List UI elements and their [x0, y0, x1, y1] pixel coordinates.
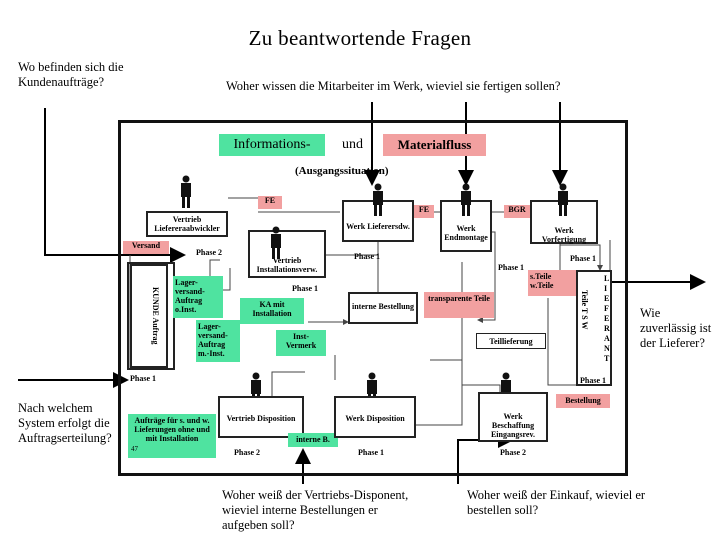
header-und-label: und [342, 137, 363, 152]
vertrieb-installation-box: Vertrieb Installationsverw. [248, 230, 326, 278]
fe-tag-1: FE [258, 196, 282, 209]
werk-lieferer-box: Werk Lieferersdw. [342, 200, 414, 242]
bestellung-label: Bestellung [556, 394, 610, 408]
interne-bestellung-box: interne Bestellung [348, 292, 418, 324]
phase-label: Phase 1 [358, 448, 384, 457]
vertrieb-disposition-box: Vertrieb Disposition [218, 396, 304, 438]
arrow-q1 [44, 108, 186, 263]
phase-label: Phase 2 [196, 248, 222, 257]
phase-label: Phase 1 [292, 284, 318, 293]
phase-label: Phase 1 [130, 374, 156, 383]
versand-tag: Versand [123, 241, 169, 254]
diagram-frame [118, 120, 628, 476]
question-order-system: Nach welchem System erfolgt die Auftrags… [18, 401, 112, 445]
teillieferung-box: Teillieferung [476, 333, 546, 349]
transparente-teile-label: transparente Teile [424, 292, 494, 318]
phase-label: Phase 1 [570, 254, 596, 263]
person-icon [558, 183, 568, 216]
person-icon [181, 175, 191, 208]
lieferant-label: LIEFERANT [604, 274, 610, 363]
s-teile-label: s.Teile w.Teile [528, 270, 576, 296]
lagerversand-ohne-inst: Lager-versand-Auftrag o.Inst. [173, 276, 223, 318]
phase-label: Phase 1 [354, 252, 380, 261]
teile-tsw-label: Teile T S W [580, 290, 589, 330]
question-supplier-reliability: Wie zuverlässig ist der Lieferer? [640, 306, 712, 350]
lieferant-box [576, 270, 612, 386]
inst-vermerk-label: Inst-Vermerk [276, 330, 326, 356]
question-purchasing: Woher weiß der Einkauf, wieviel er beste… [467, 488, 646, 517]
phase-label: Phase 2 [234, 448, 260, 457]
page-title: Zu beantwortende Fragen [248, 26, 472, 50]
interne-b-label: interne B. [288, 433, 338, 447]
werk-disposition-box: Werk Disposition [334, 396, 416, 438]
auftraege-label: Aufträge für s. und w. Lieferungen ohne … [128, 414, 216, 458]
header-material-label: Materialfluss [383, 134, 486, 156]
lagerversand-mit-inst: Lager-versand-Auftrag m.-Inst. [196, 320, 240, 362]
phase-label: Phase 1 [498, 263, 524, 272]
werk-beschaffung-box: Werk Beschaffung Eingangsrev. [478, 392, 548, 442]
corner-number: 47 [131, 445, 138, 453]
phase-label: Phase 1 [580, 376, 606, 385]
fe-tag-2: FE [414, 205, 434, 218]
bgr-tag: BGR [504, 205, 530, 218]
vertrieb-lieferer-box: Vertrieb Liefereraabwickler [146, 211, 228, 237]
werk-endmontage-box: Werk Endmontage [440, 200, 492, 252]
person-icon [461, 183, 471, 216]
question-production-quantity: Woher wissen die Mitarbeiter im Werk, wi… [226, 79, 561, 93]
person-icon [373, 183, 383, 216]
question-internal-orders: Woher weiß der Vertriebs-Disponent, wiev… [222, 488, 409, 532]
header-subtitle: (Ausgangssituation) [295, 165, 389, 177]
header-info-label: Informations- [219, 134, 325, 156]
lager-stack-frame [127, 262, 175, 370]
kunde-auftrag-column: KUNDE Auftrag [130, 264, 168, 368]
phase-label: Phase 2 [500, 448, 526, 457]
person-icon [271, 226, 281, 259]
ka-installation-label: KA mit Installation [240, 298, 304, 324]
question-customer-orders: Wo befinden sich die Kundenaufträge? [18, 60, 124, 89]
